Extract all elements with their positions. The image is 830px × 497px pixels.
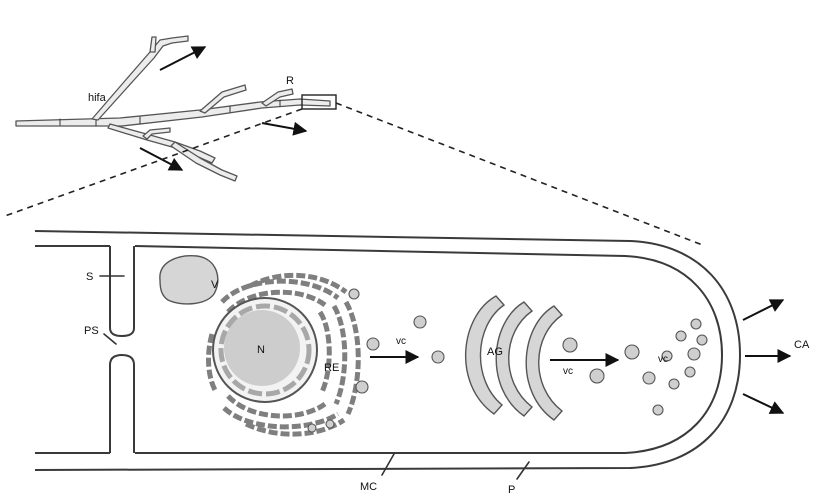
apical-vesicle-cluster (625, 319, 707, 415)
label-P: P (508, 484, 515, 496)
zoom-line-right (336, 103, 705, 246)
er-vesicle (356, 381, 368, 393)
label-N: N (257, 344, 265, 356)
er-vesicle (326, 420, 334, 428)
leader-MC (382, 454, 394, 475)
hypha-upper-branch (92, 36, 188, 120)
label-AG: AG (487, 346, 503, 358)
growth-arrow-upper (160, 47, 205, 70)
hypha-lower-subbranch (171, 142, 237, 181)
secretory-vesicle (590, 369, 604, 383)
label-RE: RE (324, 362, 339, 374)
leader-P (517, 462, 529, 479)
label-vc-2: vc (563, 366, 573, 377)
label-R: R (286, 75, 294, 87)
septum-lower (110, 355, 134, 453)
septum-upper (110, 246, 134, 336)
er-vesicle (349, 289, 359, 299)
transport-vesicle (414, 316, 426, 328)
left-compartment-membrane (35, 246, 110, 453)
label-CA: CA (794, 339, 810, 351)
er-vesicle (367, 338, 379, 350)
er-vesicle (308, 424, 316, 432)
secretion-arrow-down (743, 394, 783, 413)
hyphal-tip-cell: S V PS N RE vc AG vc vc CA MC P (35, 231, 810, 496)
transport-vesicle (432, 351, 444, 363)
vacuole (160, 256, 218, 304)
label-PS: PS (84, 325, 99, 337)
label-vc-3: vc (658, 354, 668, 365)
hypha-main-trunk (16, 99, 330, 126)
secretory-vesicle (563, 338, 577, 352)
growth-arrow-lower (140, 148, 182, 170)
label-hifa: hifa (88, 92, 107, 104)
growth-arrow-right (262, 123, 306, 131)
label-V: V (211, 279, 219, 291)
hypha-branching-sketch: hifa R (16, 36, 336, 181)
label-vc-1: vc (396, 336, 406, 347)
hypha-upper-tip (150, 37, 156, 52)
label-MC: MC (360, 481, 377, 493)
golgi-apparatus (466, 296, 562, 420)
secretion-arrow-up (743, 300, 783, 320)
label-S: S (86, 271, 93, 283)
